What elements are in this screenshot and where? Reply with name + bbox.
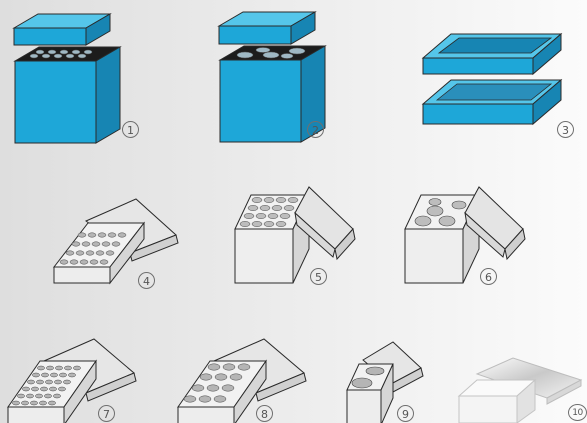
box-4-illustration bbox=[52, 198, 179, 285]
box-8-illustration bbox=[177, 338, 307, 423]
item-number-10: 10 bbox=[568, 404, 587, 421]
box-4-gray-low-rack: 4 bbox=[40, 195, 190, 295]
box-8-gray-low-medium-holes: 8 bbox=[170, 335, 320, 423]
box-6-illustration bbox=[404, 186, 526, 284]
box-5-illustration bbox=[234, 186, 356, 284]
item-number-1: 1 bbox=[122, 121, 139, 138]
item-number-5: 5 bbox=[310, 268, 327, 285]
box-7-gray-low-rack: 7 bbox=[0, 335, 150, 423]
box-2-illustration bbox=[217, 11, 327, 143]
box-7-illustration bbox=[7, 338, 137, 423]
item-number-7: 7 bbox=[98, 405, 115, 422]
item-number-9: 9 bbox=[397, 405, 414, 422]
box-9-illustration bbox=[346, 341, 424, 423]
box-9-gray-small-two-holes: 9 bbox=[335, 340, 445, 423]
box-3-illustration bbox=[421, 32, 563, 126]
item-number-4: 4 bbox=[138, 272, 155, 289]
box-2-blue-cube-large-holes: 2 bbox=[205, 0, 355, 150]
box-10-white-plain: 10 bbox=[455, 350, 587, 423]
box-3-blue-flat-tray: 3 bbox=[415, 20, 587, 150]
box-10-illustration bbox=[457, 357, 583, 423]
box-1-blue-cube-rack: 1 bbox=[0, 0, 140, 150]
box-1-illustration bbox=[12, 13, 122, 144]
box-6-gray-cube-large-holes: 6 bbox=[395, 185, 535, 295]
box-5-gray-cube-rack: 5 bbox=[225, 185, 365, 295]
item-number-3: 3 bbox=[557, 121, 574, 138]
item-number-6: 6 bbox=[480, 268, 497, 285]
item-number-2: 2 bbox=[307, 121, 324, 138]
item-number-8: 8 bbox=[256, 405, 273, 422]
